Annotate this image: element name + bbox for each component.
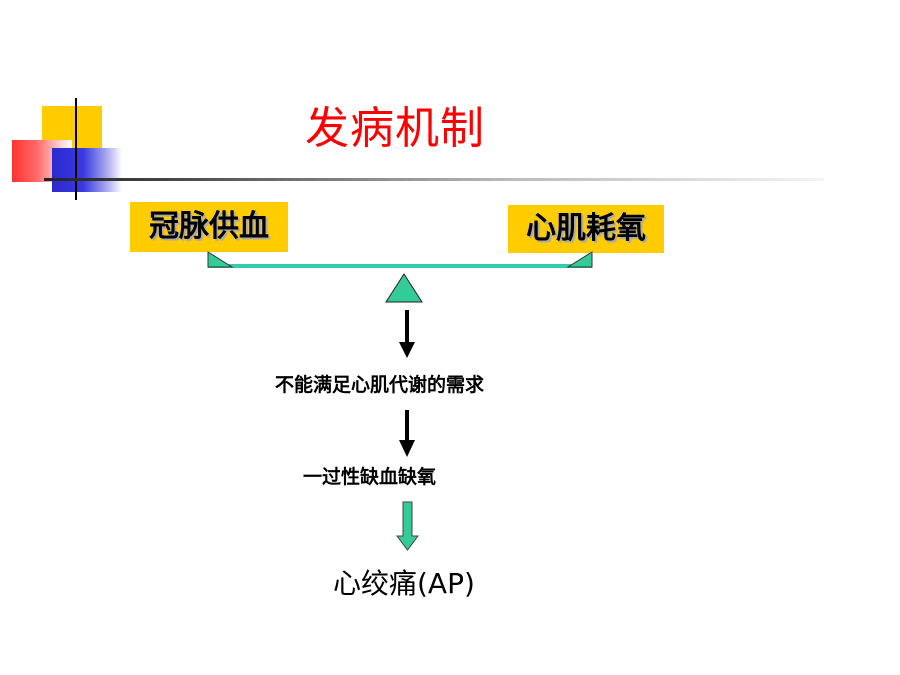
flow-step-2: 一过性缺血缺氧 [303,466,437,488]
fulcrum-triangle [385,273,423,303]
flow-step-1: 不能满足心肌代谢的需求 [275,374,485,396]
left-pan-label: 冠脉供血 [130,202,288,252]
slide-title: 发病机制 [305,103,485,154]
down-arrow-2 [399,410,415,457]
decor-blue-square [52,148,122,192]
left-pan-triangle [207,251,234,268]
title-underline [44,178,824,181]
down-arrow-3 [396,501,419,551]
down-arrow-1 [399,310,415,358]
right-pan-triangle [566,251,593,268]
right-pan-label: 心肌耗氧 [508,205,664,253]
decor-vertical-line [75,98,77,200]
flow-result: 心绞痛(AP) [333,567,475,600]
